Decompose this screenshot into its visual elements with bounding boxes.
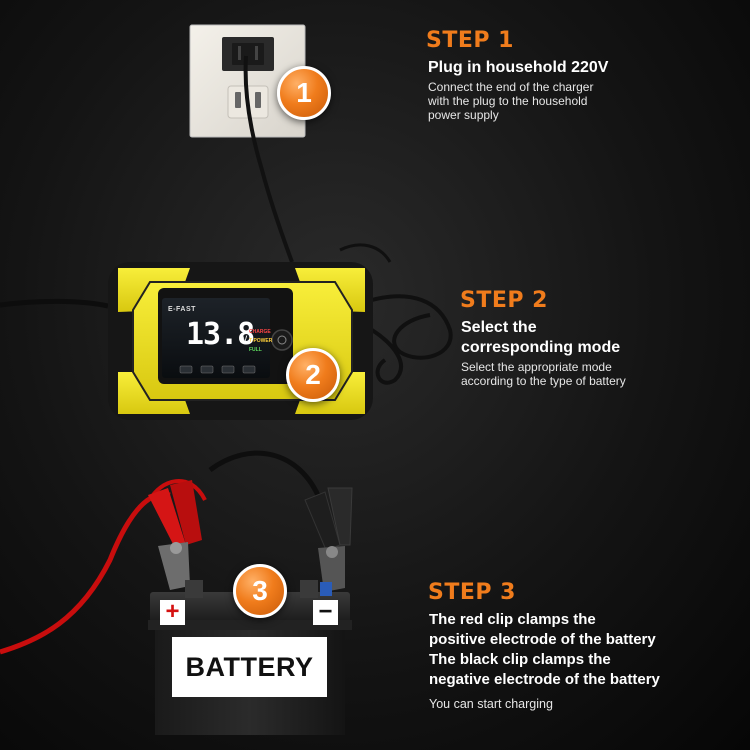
voltage-reading: 13.8	[186, 317, 255, 352]
charger-brand: E-FAST	[168, 306, 196, 313]
step-3-heading-line-4: negative electrode of the battery	[429, 671, 660, 688]
positive-terminal-symbol: +	[165, 598, 180, 625]
step-2-title: STEP 2	[460, 288, 548, 313]
step-1-heading: Plug in household 220V	[428, 59, 609, 76]
step-1-title: STEP 1	[426, 28, 514, 53]
step-1-desc-line-3: power supply	[428, 108, 499, 122]
step-3-heading-line-1: The red clip clamps the	[429, 611, 596, 628]
step-2-heading-line-1: Select the	[461, 319, 537, 336]
step-1-badge: 1	[277, 66, 331, 120]
step-3-heading-line-2: positive electrode of the battery	[429, 631, 656, 648]
red-clip	[148, 480, 202, 590]
step-2-heading-line-2: corresponding mode	[461, 339, 621, 356]
step-2-desc-line-1: Select the appropriate mode	[461, 360, 612, 374]
step-1-desc-line-2: with the plug to the household	[428, 94, 588, 108]
indicator-full: FULL	[249, 347, 262, 353]
battery-label: BATTERY	[172, 637, 327, 697]
voltage-unit: V	[242, 335, 248, 345]
negative-terminal-symbol: −	[318, 598, 333, 625]
step-2-desc-line-2: according to the type of battery	[461, 374, 626, 388]
indicator-t-power: T-POWER	[249, 338, 273, 344]
step-3-desc: You can start charging	[429, 697, 553, 711]
charger-body	[108, 262, 373, 420]
step-2-badge: 2	[286, 348, 340, 402]
step-3-title: STEP 3	[428, 580, 516, 605]
step-1-desc-line-1: Connect the end of the charger	[428, 80, 594, 94]
step-3-badge: 3	[233, 564, 287, 618]
indicator-charge: CHARGE	[249, 329, 271, 335]
black-clip	[304, 487, 353, 592]
step-3-heading-line-3: The black clip clamps the	[429, 651, 611, 668]
